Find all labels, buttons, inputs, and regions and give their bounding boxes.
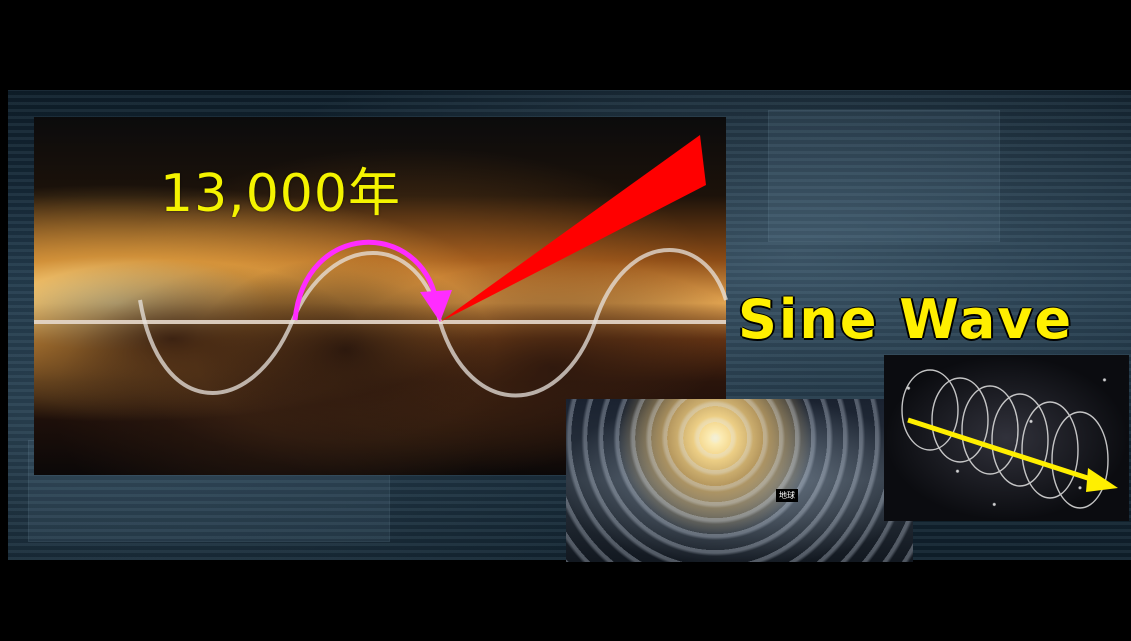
year-label: 13,000年 bbox=[160, 164, 401, 224]
starfield bbox=[884, 355, 1129, 521]
earth-label: 地球 bbox=[776, 489, 798, 502]
spiral-arms bbox=[566, 399, 913, 562]
background-tile bbox=[768, 110, 1000, 242]
spiral-galaxy-image bbox=[566, 399, 913, 562]
sine-wave-title: Sine Wave bbox=[738, 288, 1074, 351]
helix-orbit-image bbox=[884, 355, 1129, 521]
